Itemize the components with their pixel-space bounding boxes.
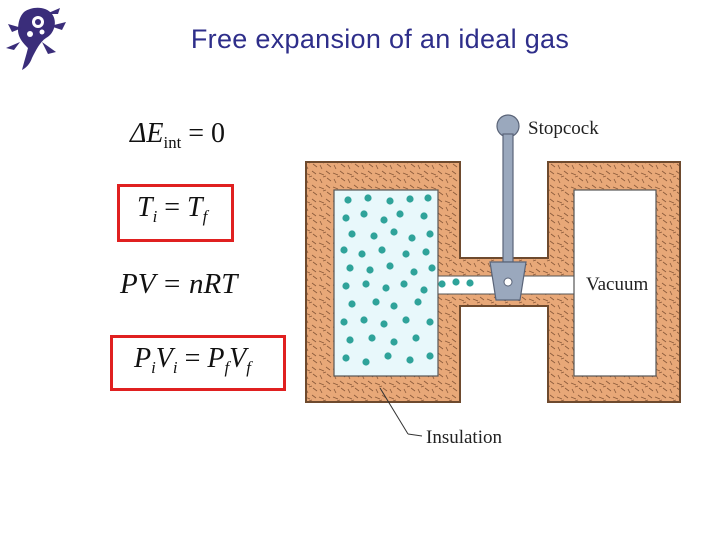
stopcock-valve xyxy=(489,114,527,301)
equals-sign: = xyxy=(164,192,181,223)
subscript-pf: f xyxy=(224,357,230,377)
v-initial: V xyxy=(155,343,173,374)
delta-e-symbol: ΔE xyxy=(130,118,164,149)
insulation-label: Insulation xyxy=(426,427,502,448)
ideal-gas-law: PV = nRT xyxy=(120,268,237,301)
t-initial: T xyxy=(137,192,153,223)
internal-energy-equation: ΔEint = 0 xyxy=(130,118,225,153)
int-subscript: int xyxy=(163,132,182,152)
temperature-equation-box xyxy=(117,184,234,242)
insulation-pointer xyxy=(379,387,409,435)
gas-particles xyxy=(340,194,474,366)
stopcock-label: Stopcock xyxy=(528,118,599,139)
subscript-vi: i xyxy=(172,357,178,377)
t-final: T xyxy=(187,192,203,223)
p-final: P xyxy=(207,343,225,374)
subscript-f: f xyxy=(202,206,208,226)
equals-sign-2: = xyxy=(184,343,201,374)
page-title: Free expansion of an ideal gas xyxy=(190,24,570,54)
temperature-equation: Ti = Tf xyxy=(137,192,207,227)
pressure-volume-equation-box xyxy=(110,335,286,391)
equals-zero: = 0 xyxy=(188,118,226,149)
subscript-vf: f xyxy=(246,357,251,377)
pressure-volume-equation: PiVi = PfVf xyxy=(134,343,251,378)
p-initial: P xyxy=(134,343,152,374)
subscript-pi: i xyxy=(151,357,156,377)
ideal-gas-law-text: PV = nRT xyxy=(120,268,238,300)
subscript-i: i xyxy=(152,206,158,226)
lizard-logo-icon xyxy=(6,7,66,71)
v-final: V xyxy=(229,343,247,374)
free-expansion-apparatus: Stopcock Vacuum Insulation xyxy=(305,114,681,448)
vacuum-chamber xyxy=(573,189,657,377)
vacuum-label: Vacuum xyxy=(586,274,648,295)
